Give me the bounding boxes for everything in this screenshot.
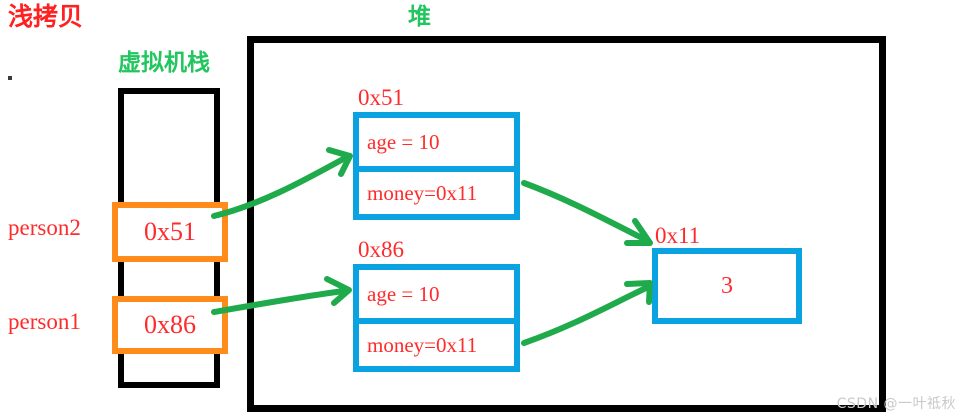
heap-object-0x51-field-money: money=0x11 — [359, 166, 514, 214]
heap-object-address-0x51: 0x51 — [358, 85, 404, 110]
heap-value-box-0x11: 3 — [652, 248, 802, 324]
page-title-shallow-copy: 浅拷贝 — [8, 2, 84, 31]
heap-object-0x51-field-age: age = 10 — [367, 129, 440, 154]
heap-value-box-0x11-value: 3 — [721, 273, 733, 299]
heap-object-0x86-field-age: age = 10 — [367, 281, 440, 306]
stack-variable-label-person2: person2 — [8, 215, 81, 240]
stack-slot-person1: 0x86 — [112, 296, 228, 354]
stray-dot-mark — [8, 76, 12, 80]
heap-frame — [247, 36, 886, 412]
stack-slot-person1-value: 0x86 — [144, 310, 196, 339]
heap-object-0x51: age = 10 money=0x11 — [353, 112, 520, 220]
section-title-heap: 堆 — [408, 4, 431, 30]
stack-variable-label-person1: person1 — [8, 309, 81, 334]
stack-slot-person2: 0x51 — [112, 202, 228, 262]
heap-value-box-address-0x11: 0x11 — [655, 223, 701, 248]
watermark: CSDN @一叶祗秋 — [836, 396, 956, 412]
heap-object-address-0x86: 0x86 — [358, 237, 404, 262]
section-title-vm-stack: 虚拟机栈 — [118, 50, 210, 76]
heap-object-0x86: age = 10 money=0x11 — [353, 264, 520, 372]
stack-slot-person2-value: 0x51 — [144, 217, 196, 246]
heap-object-0x86-field-money: money=0x11 — [359, 318, 514, 366]
